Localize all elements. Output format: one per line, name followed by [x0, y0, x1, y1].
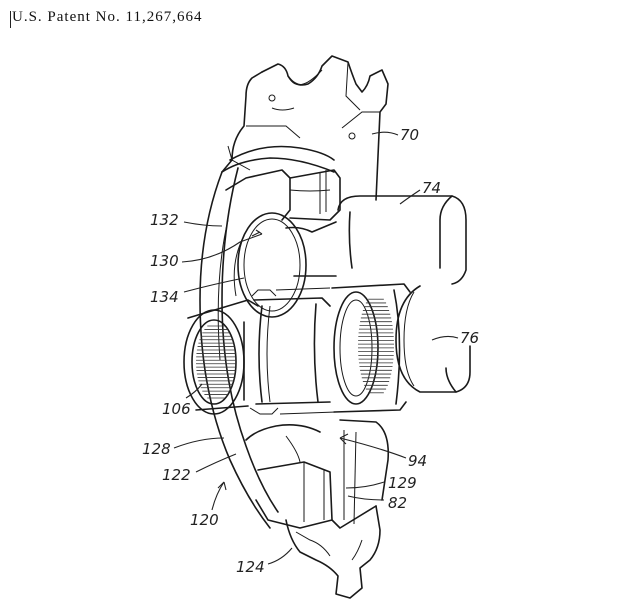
label-124: 124	[236, 558, 265, 576]
label-106: 106	[162, 400, 191, 418]
label-128: 128	[142, 440, 171, 458]
label-132: 132	[150, 211, 179, 229]
patent-number-header: U.S. Patent No. 11,267,664	[12, 9, 203, 25]
sprocket-lower-teeth	[285, 505, 381, 599]
label-82: 82	[388, 494, 407, 512]
label-129: 129	[388, 474, 417, 492]
left-needle-bearing	[183, 299, 259, 415]
right-bearing-needles	[358, 298, 394, 394]
label-120: 120	[190, 511, 219, 529]
label-134: 134	[150, 288, 179, 306]
label-76: 76	[460, 329, 479, 347]
label-70: 70	[400, 126, 419, 144]
upper-lug	[225, 169, 341, 221]
hub-flange	[199, 145, 335, 529]
text-cursor	[10, 11, 11, 28]
label-74: 74	[422, 179, 441, 197]
reference-numerals: 70 74 76 132 130 134 106 128 122 120 94 …	[142, 126, 479, 576]
leader-lines	[173, 131, 459, 565]
central-shaft	[249, 287, 337, 415]
hub-boss	[337, 195, 471, 393]
right-needle-bearing	[331, 283, 411, 413]
label-94: 94	[408, 452, 427, 470]
left-bearing-needles	[196, 325, 236, 399]
lower-hub	[245, 419, 390, 529]
label-130: 130	[150, 252, 179, 270]
sprocket-plate	[221, 55, 389, 201]
inner-bore	[233, 212, 337, 318]
label-122: 122	[162, 466, 191, 484]
